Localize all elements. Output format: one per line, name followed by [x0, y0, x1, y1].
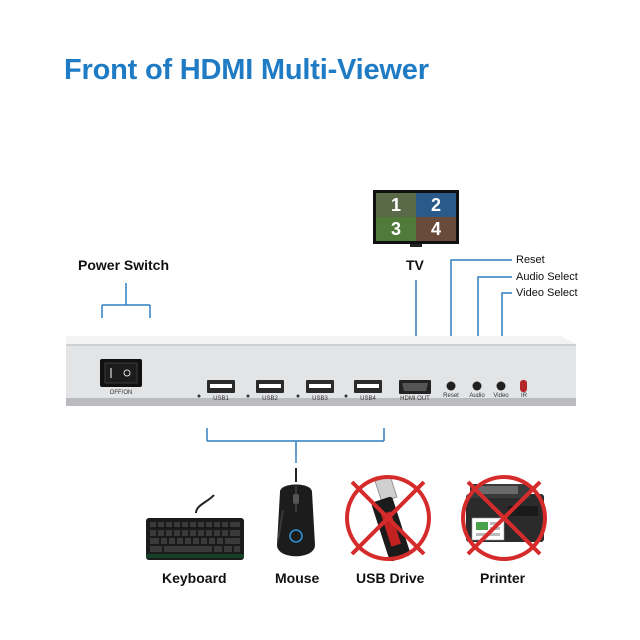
printer-label: Printer — [480, 570, 525, 586]
usb3-label: USB3 — [306, 396, 334, 402]
hdmi-out-label: HDMI OUT — [395, 396, 435, 402]
video-select-label: Video Select — [516, 287, 578, 299]
reset-port-label: Reset — [441, 393, 461, 399]
switch-caption: OFF/ON — [104, 390, 138, 396]
audio-select-label: Audio Select — [516, 271, 578, 283]
keyboard-label: Keyboard — [162, 570, 227, 586]
tv-quadrant-2: 2 — [416, 193, 456, 217]
tv-quadrant-4: 4 — [416, 217, 456, 241]
audio-port-label: Audio — [467, 393, 487, 399]
usb4-label: USB4 — [354, 396, 382, 402]
tv-quadrant-3: 3 — [376, 217, 416, 241]
reset-label: Reset — [516, 254, 545, 266]
tv-screen: 1 2 3 4 — [376, 193, 456, 241]
keyboard-icon — [146, 495, 244, 560]
mouse-label: Mouse — [275, 570, 319, 586]
video-port-label: Video — [491, 393, 511, 399]
tv-label: TV — [406, 257, 424, 273]
power-switch-icon — [100, 359, 142, 387]
usb1-label: USB1 — [207, 396, 235, 402]
power-switch-label: Power Switch — [78, 257, 169, 273]
tv-quadrant-1: 1 — [376, 193, 416, 217]
usb-bracket — [207, 428, 384, 463]
hdmi-port-icon — [399, 380, 431, 394]
power-switch-bracket — [102, 283, 150, 318]
mouse-icon — [277, 468, 315, 556]
usb2-label: USB2 — [256, 396, 284, 402]
ir-port-label: IR — [518, 393, 530, 399]
usb-drive-label: USB Drive — [356, 570, 424, 586]
